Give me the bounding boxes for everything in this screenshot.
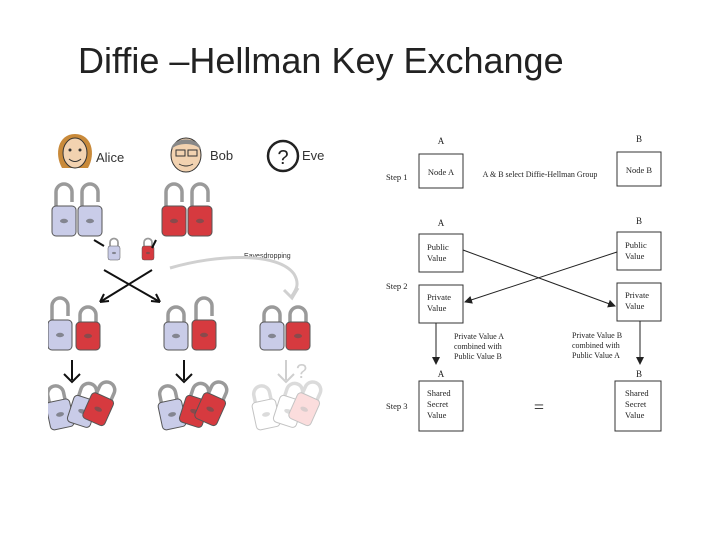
bob-face-icon [170, 137, 202, 173]
eavesdrop-arrow-icon [169, 256, 299, 297]
shared-secret-a-line2: Secret [427, 399, 449, 409]
small-alice-lock-icon [107, 237, 121, 261]
public-value-a-box [418, 233, 464, 273]
eve-label: Eve [302, 148, 324, 163]
alice-label: Alice [96, 150, 124, 165]
combine-b-line2: combined with [572, 341, 620, 350]
alice-open-lock-icon [76, 182, 104, 238]
dh-flow-diagram: A B Step 1 Node A Node B A & B select Di… [386, 134, 662, 432]
shared-secret-b-line2: Secret [625, 399, 647, 409]
bob-closed-lock-icon [74, 305, 102, 352]
eavesdropping-label: Eavesdropping [244, 253, 291, 260]
combine-b-line1: Private Value B [572, 331, 622, 340]
node-b-box [616, 151, 662, 187]
column-a-label: A [438, 136, 445, 146]
eve-down-arrow-icon [277, 360, 295, 384]
alice-open-lock-icon [50, 182, 78, 238]
svg-text:?: ? [277, 147, 288, 169]
private-value-b-box [616, 282, 662, 322]
combine-a-line1: Private Value A [454, 332, 504, 341]
node-b-label: Node B [626, 165, 653, 175]
padlock-illustration: Alice Bob ? Eve Eavesdropping [48, 134, 329, 433]
equals-sign: = [534, 397, 544, 417]
eve-ghost-lock-icon [246, 381, 283, 433]
shared-secret-b-box [614, 380, 662, 432]
private-value-b-line1: Private [625, 290, 649, 300]
bob-open-lock-icon [190, 296, 218, 352]
alice-closed-lock-icon [152, 381, 189, 433]
down-arrow-icon [63, 360, 193, 384]
column-a-label: A [438, 218, 445, 228]
bob-label: Bob [210, 148, 233, 163]
bob-open-lock-icon [160, 182, 188, 238]
shared-secret-b-line3: Value [625, 410, 645, 420]
step-3-label: Step 3 [386, 401, 408, 411]
bob-open-lock-icon [186, 182, 214, 238]
step-1-label: Step 1 [386, 172, 408, 182]
eve-question-label: ? [296, 361, 307, 383]
column-b-label: B [636, 216, 642, 226]
column-b-label: B [636, 134, 642, 144]
eve-alice-lock-icon [258, 305, 286, 352]
question-mark-icon: ? [266, 139, 300, 173]
column-a-label: A [438, 369, 445, 379]
eve-bob-lock-icon [284, 305, 312, 352]
shared-secret-b-line1: Shared [625, 388, 649, 398]
shared-secret-a-box [418, 380, 464, 432]
combine-a-line2: combined with [454, 342, 502, 351]
shared-secret-a-line1: Shared [427, 388, 451, 398]
page-title: Diffie –Hellman Key Exchange [78, 40, 564, 81]
public-value-a-line2: Value [427, 253, 447, 263]
public-value-a-line1: Public [427, 242, 449, 252]
alice-open-lock-icon [48, 296, 74, 352]
alice-closed-lock-icon [162, 305, 190, 352]
private-value-b-line2: Value [625, 301, 645, 311]
private-value-a-line1: Private [427, 292, 451, 302]
public-b-to-a-arrow [464, 251, 618, 304]
private-value-a-box [418, 284, 464, 324]
node-a-label: Node A [428, 167, 455, 177]
exchange-arrows-icon [93, 239, 161, 303]
public-value-b-line2: Value [625, 251, 645, 261]
select-group-label: A & B select Diffie-Hellman Group [483, 170, 598, 179]
private-value-a-line2: Value [427, 303, 447, 313]
alice-face-icon [58, 134, 92, 169]
node-a-box [418, 153, 464, 189]
combine-b-line3: Public Value A [572, 351, 620, 360]
small-bob-lock-icon [141, 237, 155, 261]
column-b-label: B [636, 369, 642, 379]
combine-a-line3: Public Value B [454, 352, 502, 361]
public-value-b-box [616, 231, 662, 271]
shared-secret-a-line3: Value [427, 410, 447, 420]
step-2-label: Step 2 [386, 281, 408, 291]
public-value-b-line1: Public [625, 240, 647, 250]
